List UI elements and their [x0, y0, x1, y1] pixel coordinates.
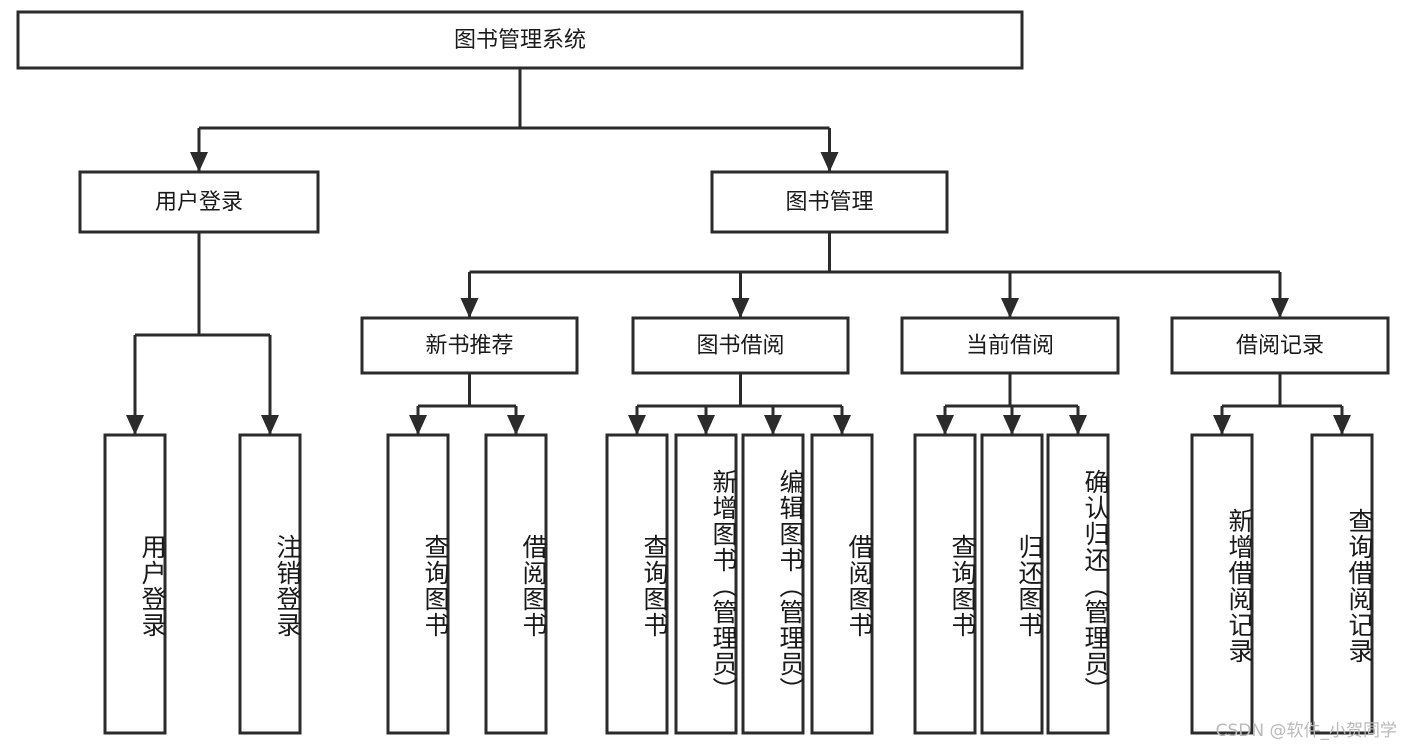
node-leaf-user-login[interactable]	[103, 433, 167, 735]
node-book-borrow[interactable]: 图书借阅	[631, 316, 850, 375]
node-leaf-add-record[interactable]	[1190, 433, 1254, 735]
node-box	[16, 10, 1024, 70]
node-box	[631, 316, 850, 375]
arrowhead-icon	[628, 415, 646, 435]
arrowhead-icon	[764, 415, 782, 435]
node-new-book-recommend[interactable]: 新书推荐	[360, 316, 579, 375]
node-book-manage[interactable]: 图书管理	[710, 170, 949, 234]
arrowhead-icon	[1213, 415, 1231, 435]
node-box	[386, 433, 450, 735]
node-label: 图书管理系统	[454, 28, 586, 53]
edges-layer	[126, 68, 1351, 435]
node-box	[1310, 433, 1374, 735]
arrowhead-icon	[1001, 298, 1019, 318]
arrowhead-icon	[936, 415, 954, 435]
node-box	[238, 433, 302, 735]
node-root[interactable]: 图书管理系统	[16, 10, 1024, 70]
node-label: 用户登录	[155, 190, 243, 215]
node-box	[913, 433, 977, 735]
arrowhead-icon	[697, 415, 715, 435]
node-label: 借阅记录	[1236, 334, 1324, 359]
arrowhead-icon	[731, 298, 750, 318]
arrowhead-icon	[1069, 415, 1087, 435]
node-box	[1190, 433, 1254, 735]
arrowhead-icon	[833, 415, 851, 435]
arrowhead-icon	[820, 152, 839, 172]
node-label: 新书推荐	[425, 334, 513, 359]
node-label: 图书管理	[785, 190, 873, 215]
node-box	[710, 170, 949, 234]
arrowhead-icon	[1003, 415, 1021, 435]
node-box	[1046, 433, 1110, 735]
node-box	[900, 316, 1120, 375]
arrowhead-icon	[409, 415, 427, 435]
arrowhead-icon	[126, 415, 144, 435]
node-leaf-confirm-return[interactable]	[1046, 433, 1110, 735]
node-box	[1170, 316, 1390, 375]
node-box	[810, 433, 874, 735]
node-leaf-edit-book[interactable]	[741, 433, 805, 735]
node-leaf-return-book[interactable]	[980, 433, 1044, 735]
node-current-borrow[interactable]: 当前借阅	[900, 316, 1120, 375]
node-leaf-query-record[interactable]	[1310, 433, 1374, 735]
arrowhead-icon	[261, 415, 279, 435]
node-label: 图书借阅	[696, 334, 784, 359]
node-box	[741, 433, 805, 735]
node-leaf-query-book-3[interactable]	[913, 433, 977, 735]
node-label: 当前借阅	[966, 334, 1054, 359]
node-box	[103, 433, 167, 735]
node-box	[360, 316, 579, 375]
node-box	[980, 433, 1044, 735]
node-leaf-add-book[interactable]	[674, 433, 738, 735]
node-user-login[interactable]: 用户登录	[78, 170, 320, 234]
arrowhead-icon	[460, 298, 479, 318]
arrowhead-icon	[190, 152, 208, 172]
node-leaf-borrow-book-2[interactable]	[810, 433, 874, 735]
node-borrow-record[interactable]: 借阅记录	[1170, 316, 1390, 375]
node-box	[674, 433, 738, 735]
node-leaf-query-book-1[interactable]	[386, 433, 450, 735]
node-leaf-logout[interactable]	[238, 433, 302, 735]
node-box	[605, 433, 669, 735]
arrowhead-icon	[507, 415, 525, 435]
arrowhead-icon	[1271, 298, 1289, 318]
node-box	[484, 433, 548, 735]
node-leaf-borrow-book-1[interactable]	[484, 433, 548, 735]
csdn-watermark: CSDN @软件_小贺同学	[1215, 721, 1397, 741]
node-leaf-query-book-2[interactable]	[605, 433, 669, 735]
arrowhead-icon	[1333, 415, 1351, 435]
node-box	[78, 170, 320, 234]
